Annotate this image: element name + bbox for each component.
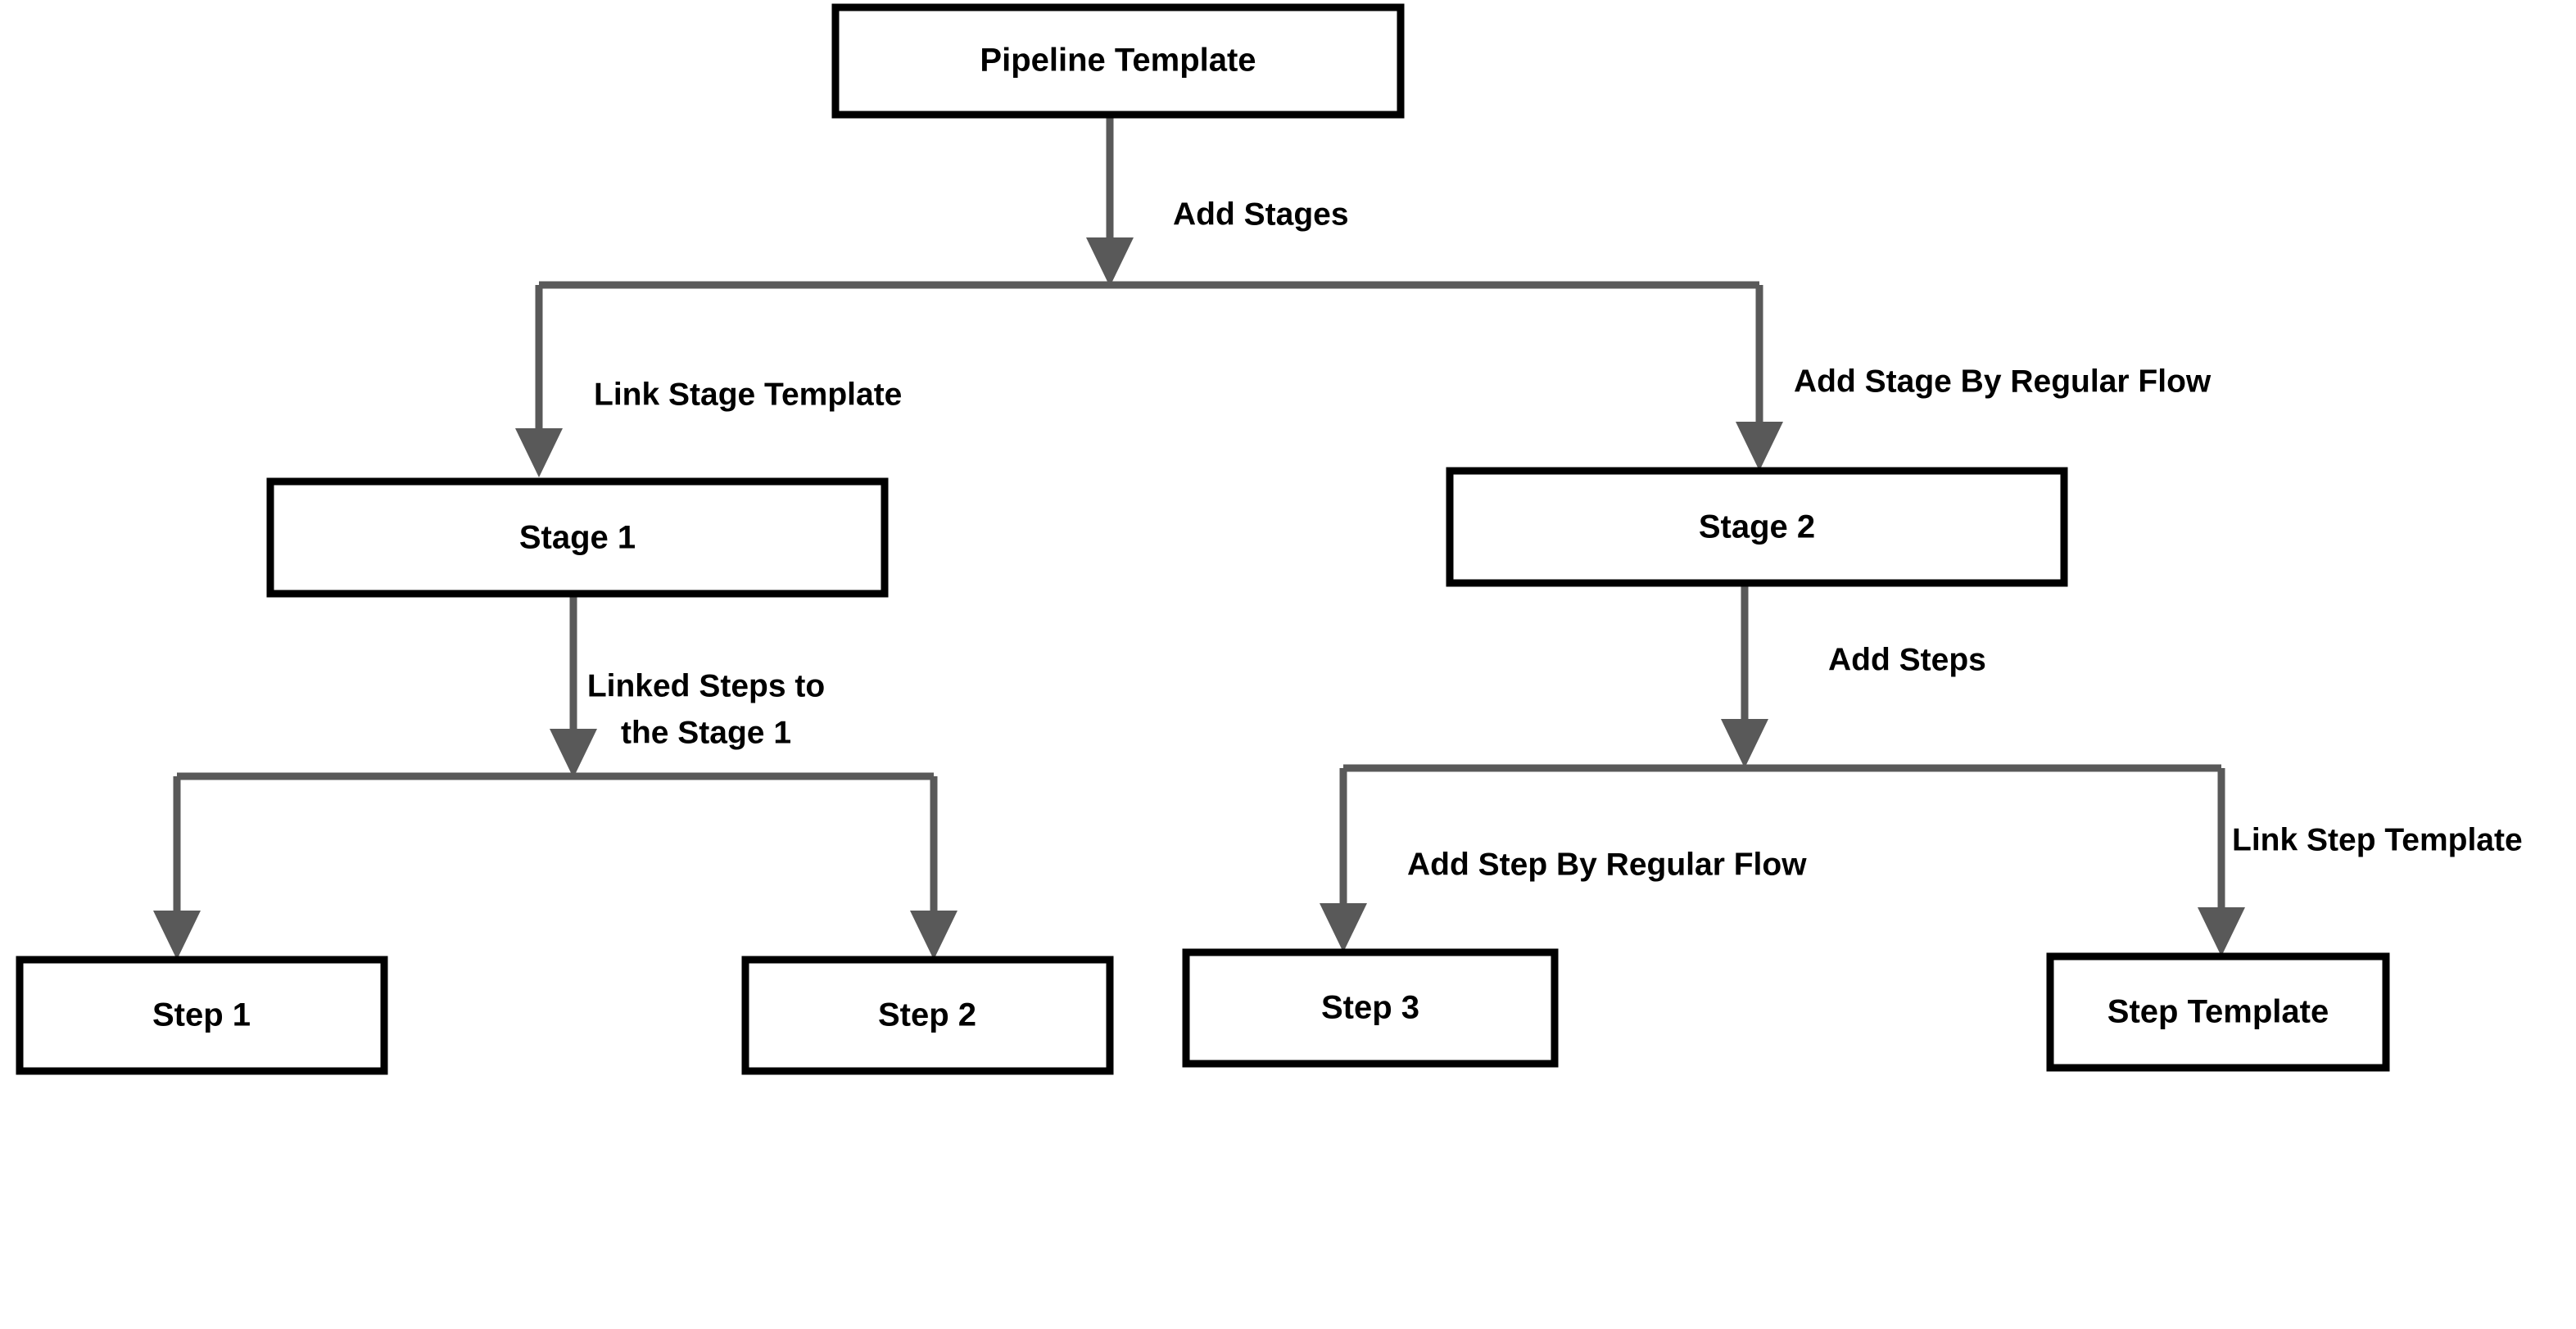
edge-link-stage-template (515, 285, 563, 477)
node-step-3-box[interactable] (1182, 948, 1559, 1068)
edge-add-step-regular-flow-arrowhead (1320, 903, 1367, 952)
edge-label-add-stage-regular-flow: Add Stage By Regular Flow (1794, 364, 2212, 399)
node-step-2-box[interactable] (741, 956, 1114, 1075)
edge-linked-steps (550, 594, 597, 778)
edge-add-stage-regular-flow (1736, 285, 1783, 471)
edge-link-stage-template-arrowhead (515, 428, 563, 477)
edge-label-linked-steps-line-1: Linked Steps to (587, 668, 825, 703)
node-stage-2-box[interactable] (1446, 467, 2068, 587)
edge-to-step-1 (153, 776, 201, 960)
node-step-3[interactable]: Step 3 (1182, 948, 1559, 1068)
edge-label-linked-steps-line-2: the Stage 1 (621, 715, 791, 750)
edge-add-step-regular-flow (1320, 768, 1367, 952)
edge-label-link-step-template: Link Step Template (2232, 822, 2523, 857)
node-pipeline-template-label: Pipeline Template (980, 43, 1256, 79)
edge-to-step-1-arrowhead (153, 911, 201, 960)
edge-add-steps-arrowhead (1721, 719, 1768, 768)
node-pipeline-template[interactable]: Pipeline Template (831, 3, 1405, 119)
node-stage-2-label: Stage 2 (1699, 509, 1815, 545)
edge-link-step-template-arrowhead (2198, 907, 2245, 956)
edge-to-step-2 (910, 776, 958, 960)
node-step-1-box[interactable] (16, 956, 388, 1075)
node-pipeline-template-box[interactable] (831, 3, 1405, 119)
edge-add-stages-arrowhead (1086, 237, 1134, 287)
node-step-2-label: Step 2 (878, 997, 976, 1033)
edge-link-step-template (2198, 768, 2245, 956)
edge-add-stage-regular-flow-arrowhead (1736, 422, 1783, 471)
node-step-template-label: Step Template (2107, 994, 2329, 1030)
edge-label-add-steps: Add Steps (1828, 642, 1986, 677)
edge-linked-steps-arrowhead (550, 729, 597, 778)
node-stage-1-box[interactable] (266, 477, 889, 598)
node-step-3-label: Step 3 (1321, 990, 1419, 1026)
node-step-1[interactable]: Step 1 (16, 956, 388, 1075)
node-step-template-box[interactable] (2046, 952, 2390, 1072)
edge-label-linked-steps: Linked Steps to the Stage 1 (587, 668, 825, 750)
edge-add-stages (1086, 115, 1134, 287)
node-step-template[interactable]: Step Template (2046, 952, 2390, 1072)
edge-label-link-stage-template: Link Stage Template (594, 377, 902, 412)
node-step-2[interactable]: Step 2 (741, 956, 1114, 1075)
node-step-1-label: Step 1 (152, 997, 251, 1033)
edge-label-add-step-regular-flow: Add Step By Regular Flow (1407, 847, 1807, 882)
node-stage-1[interactable]: Stage 1 (266, 477, 889, 598)
edge-add-steps (1721, 583, 1768, 768)
node-stage-1-label: Stage 1 (519, 520, 636, 556)
edge-to-step-2-arrowhead (910, 911, 958, 960)
edge-label-add-stages: Add Stages (1173, 197, 1349, 232)
node-stage-2[interactable]: Stage 2 (1446, 467, 2068, 587)
